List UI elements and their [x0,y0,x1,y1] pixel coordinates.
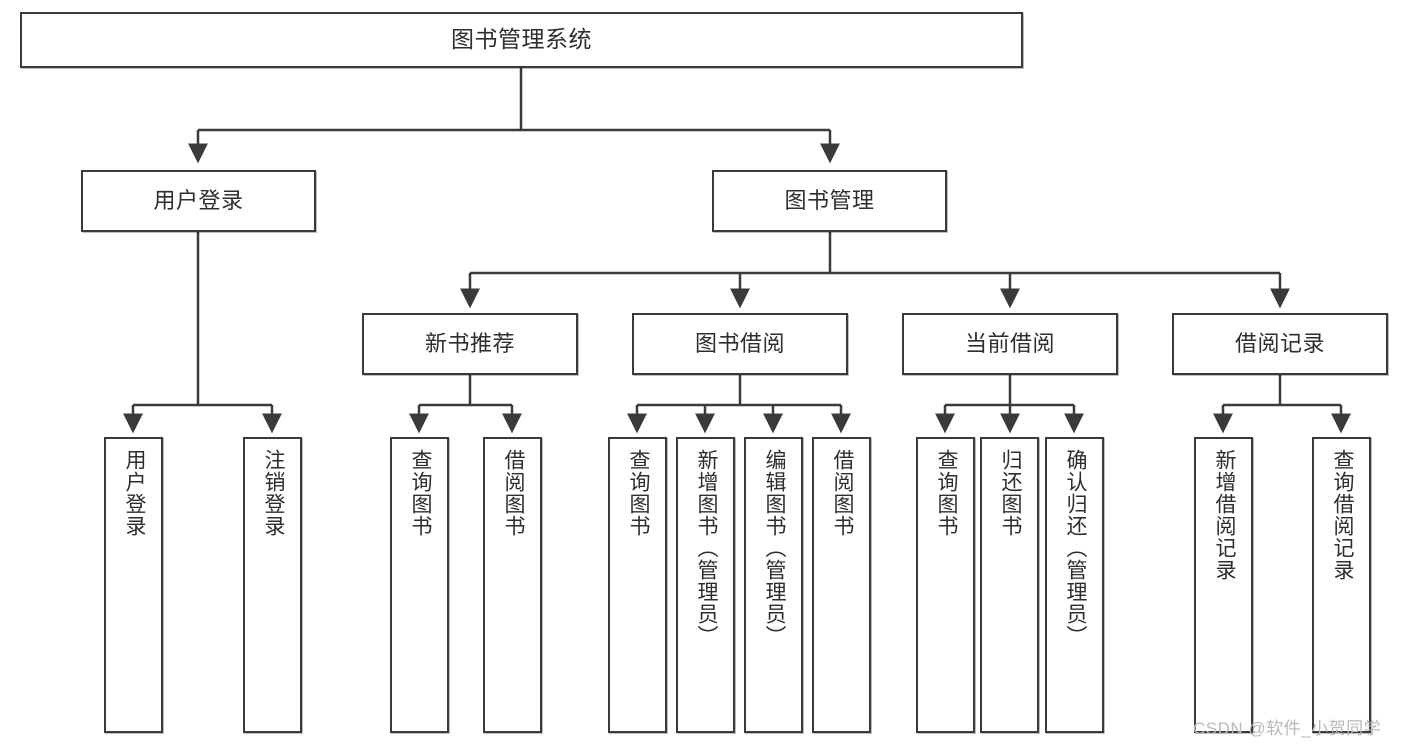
leaf-borrow-book[interactable]: 借阅图书 [812,437,871,733]
node-borrowing-record[interactable]: 借阅记录 [1172,313,1388,375]
node-label: 查询图书 [934,449,958,537]
node-label: 用户登录 [122,449,146,537]
node-user-login[interactable]: 用户登录 [81,170,316,232]
node-book-borrowing[interactable]: 图书借阅 [632,313,848,375]
node-new-book-recommendation[interactable]: 新书推荐 [362,313,578,375]
leaf-query-book-new-rec[interactable]: 查询图书 [390,437,449,733]
node-label: 注销登录 [261,449,285,537]
leaf-query-book-current[interactable]: 查询图书 [916,437,975,733]
node-label: 图书借阅 [694,330,785,356]
node-label: 新增图书（管理员） [694,449,718,647]
node-label: 归还图书 [998,449,1022,537]
leaf-add-book-admin[interactable]: 新增图书（管理员） [676,437,735,733]
node-label: 编辑图书（管理员） [762,449,786,647]
node-root-book-management-system[interactable]: 图书管理系统 [20,12,1023,68]
leaf-query-book-borrow[interactable]: 查询图书 [608,437,667,733]
node-label: 当前借阅 [964,330,1055,356]
leaf-user-login[interactable]: 用户登录 [104,437,163,733]
node-label: 用户登录 [153,187,244,213]
node-label: 图书管理 [784,187,875,213]
node-label: 查询图书 [626,449,650,537]
csdn-watermark: CSDN @软件_小贺同学 [1193,719,1382,738]
leaf-confirm-return-admin[interactable]: 确认归还（管理员） [1045,437,1104,733]
node-label: 确认归还（管理员） [1063,449,1087,647]
leaf-borrow-book-new-rec[interactable]: 借阅图书 [483,437,542,733]
node-book-management[interactable]: 图书管理 [712,170,947,232]
node-label: 新增借阅记录 [1212,449,1236,581]
node-label: 借阅图书 [830,449,854,537]
leaf-user-logout[interactable]: 注销登录 [243,437,302,733]
node-label: 查询借阅记录 [1330,449,1354,581]
leaf-query-borrow-record[interactable]: 查询借阅记录 [1312,437,1371,733]
node-label: 新书推荐 [424,330,515,356]
node-label: 查询图书 [408,449,432,537]
leaf-add-borrow-record[interactable]: 新增借阅记录 [1194,437,1253,733]
leaf-edit-book-admin[interactable]: 编辑图书（管理员） [744,437,803,733]
node-label: 借阅记录 [1234,330,1325,356]
node-current-borrowing[interactable]: 当前借阅 [902,313,1118,375]
node-label: 借阅图书 [501,449,525,537]
leaf-return-book[interactable]: 归还图书 [980,437,1039,733]
node-label: 图书管理系统 [451,26,592,53]
